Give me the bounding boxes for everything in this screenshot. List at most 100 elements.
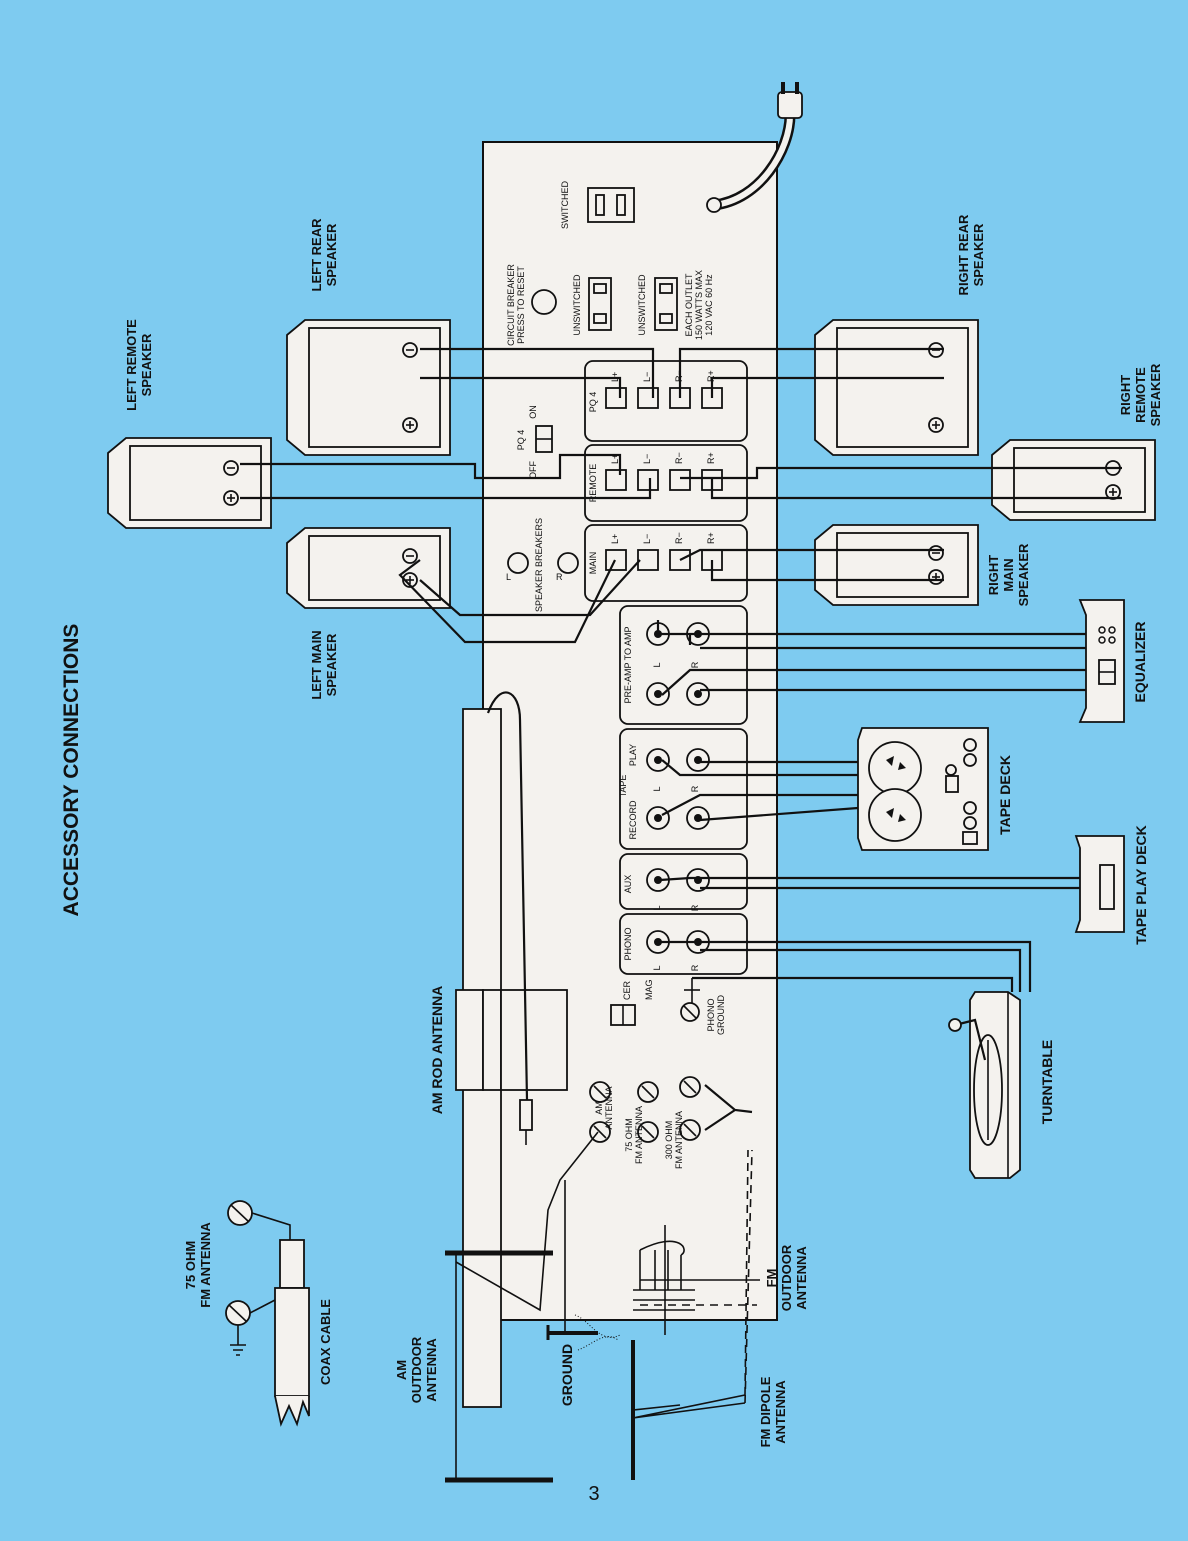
svg-text:OFF: OFF — [528, 461, 538, 479]
plus-terminal-icon — [928, 417, 944, 433]
tape-record-l-jack[interactable] — [646, 806, 670, 830]
preamp-l-in-jack[interactable] — [646, 682, 670, 706]
terminal-group-labels: PQ 4 REMOTE MAIN — [588, 392, 598, 575]
fm75-screw[interactable] — [637, 1081, 659, 1103]
svg-text:AM: AM — [394, 1360, 409, 1380]
svg-text:ON: ON — [528, 405, 538, 419]
svg-text:REMOTE: REMOTE — [588, 464, 598, 503]
svg-text:L−: L− — [642, 534, 652, 544]
phono-ground-screw[interactable] — [680, 978, 700, 1022]
unswitched-outlet-1 — [588, 277, 612, 331]
left-main-speaker — [286, 527, 451, 609]
fm-outdoor-antenna — [633, 1225, 760, 1335]
minus-terminal-icon — [928, 545, 944, 561]
speaker-breaker-l[interactable] — [507, 552, 529, 574]
pq4-terminal-1[interactable] — [637, 387, 659, 409]
fm-outdoor-label: FM OUTDOOR ANTENNA — [764, 1244, 809, 1311]
tape-record-r-jack[interactable] — [686, 806, 710, 830]
svg-text:L+: L+ — [610, 454, 620, 464]
right-remote-speaker — [991, 439, 1156, 521]
unswitched-label-2: UNSWITCHED — [637, 274, 647, 335]
svg-text:OUTDOOR: OUTDOOR — [779, 1244, 794, 1311]
main-terminal-1[interactable] — [637, 549, 659, 571]
right-main-label: RIGHT — [986, 555, 1001, 596]
svg-text:R: R — [690, 785, 700, 792]
unswitched-outlet-2 — [654, 277, 678, 331]
svg-text:PQ 4: PQ 4 — [588, 392, 598, 413]
fm300-screw-b[interactable] — [679, 1119, 701, 1141]
svg-text:OUTDOOR: OUTDOOR — [409, 1336, 424, 1403]
svg-text:SPEAKER: SPEAKER — [324, 223, 339, 286]
tape-deck — [857, 727, 989, 851]
svg-text:FM DIPOLE: FM DIPOLE — [758, 1376, 773, 1447]
antenna-terminals — [589, 1076, 701, 1143]
circuit-breaker-label: CIRCUIT BREAKER PRESS TO RESET — [506, 264, 526, 346]
svg-text:CIRCUIT BREAKER: CIRCUIT BREAKER — [506, 264, 516, 346]
svg-text:L: L — [652, 905, 662, 910]
am-rod-antenna-label: AM ROD ANTENNA — [429, 986, 445, 1115]
tape-play-l-jack[interactable] — [646, 748, 670, 772]
tape-play-r-jack[interactable] — [686, 748, 710, 772]
svg-text:PLAY: PLAY — [628, 744, 638, 766]
am-antenna-screw[interactable] — [589, 1081, 611, 1103]
preamp-r-in-jack[interactable] — [686, 682, 710, 706]
plus-terminal-icon — [402, 572, 418, 588]
svg-text:L−: L− — [642, 372, 652, 382]
turntable-label: TURNTABLE — [1039, 1040, 1055, 1125]
svg-text:L+: L+ — [610, 534, 620, 544]
svg-text:PHONO: PHONO — [706, 998, 716, 1031]
svg-text:L−: L− — [642, 454, 652, 464]
svg-text:R−: R− — [674, 452, 684, 464]
main-terminal-0[interactable] — [605, 549, 627, 571]
outlet-rating-label: EACH OUTLET 150 WATTS MAX 120 VAC 60 Hz — [684, 270, 714, 340]
minus-terminal-icon — [402, 548, 418, 564]
breaker-l-label: L — [506, 572, 511, 582]
svg-text:FM ANTENNA: FM ANTENNA — [634, 1106, 644, 1164]
svg-text:ANTENNA: ANTENNA — [794, 1246, 809, 1310]
remote-terminal-2[interactable] — [669, 469, 691, 491]
circuit-breaker-button[interactable] — [531, 289, 557, 315]
left-main-label: LEFT MAIN — [309, 630, 324, 699]
plus-terminal-icon — [928, 569, 944, 585]
left-remote-speaker — [107, 437, 272, 529]
phono-ground-label: PHONO GROUND — [706, 995, 726, 1035]
fm300-screw-a[interactable] — [679, 1076, 701, 1098]
svg-text:EACH OUTLET: EACH OUTLET — [684, 273, 694, 337]
left-rear-label: LEFT REAR — [309, 218, 324, 292]
fm75-ground-screw[interactable] — [637, 1121, 659, 1143]
svg-text:L: L — [652, 662, 662, 667]
main-terminal-group — [584, 524, 748, 602]
turntable — [948, 991, 1021, 1179]
page-number: 3 — [588, 1483, 599, 1505]
svg-text:TAPE: TAPE — [618, 775, 628, 798]
svg-text:FM: FM — [764, 1269, 779, 1288]
remote-terminal-1[interactable] — [637, 469, 659, 491]
right-rear-speaker — [814, 319, 979, 456]
svg-text:AM: AM — [594, 1101, 604, 1115]
svg-text:75 OHM: 75 OHM — [624, 1118, 634, 1152]
speaker-breaker-r[interactable] — [557, 552, 579, 574]
svg-text:R+: R+ — [706, 452, 716, 464]
svg-text:PRESS TO RESET: PRESS TO RESET — [516, 266, 526, 344]
fm-dipole-antenna — [631, 1149, 753, 1480]
svg-text:PQ 4: PQ 4 — [516, 430, 526, 451]
cer-label: CER — [622, 980, 632, 1000]
svg-text:SPEAKER: SPEAKER — [139, 333, 154, 396]
coax-cable-label: COAX CABLE — [318, 1299, 333, 1385]
ground-label: GROUND — [559, 1344, 575, 1406]
svg-text:R+: R+ — [706, 532, 716, 544]
minus-terminal-icon — [402, 342, 418, 358]
unswitched-label-1: UNSWITCHED — [572, 274, 582, 335]
pq4-terminal-0[interactable] — [605, 387, 627, 409]
svg-text:REMOTE: REMOTE — [1133, 367, 1148, 423]
svg-text:AUX: AUX — [623, 875, 633, 894]
fm-dipole-label: FM DIPOLE ANTENNA — [758, 1376, 788, 1447]
svg-text:120 VAC 60 Hz: 120 VAC 60 Hz — [704, 274, 714, 336]
equalizer — [1078, 599, 1125, 723]
ground-rod-icon — [546, 1180, 621, 1351]
mag-label: MAG — [644, 979, 654, 1000]
speaker-terminal-groups — [584, 360, 748, 602]
svg-text:PRE-AMP TO AMP: PRE-AMP TO AMP — [623, 626, 633, 703]
phono-jack-group — [619, 913, 748, 975]
remote-terminal-0[interactable] — [605, 469, 627, 491]
